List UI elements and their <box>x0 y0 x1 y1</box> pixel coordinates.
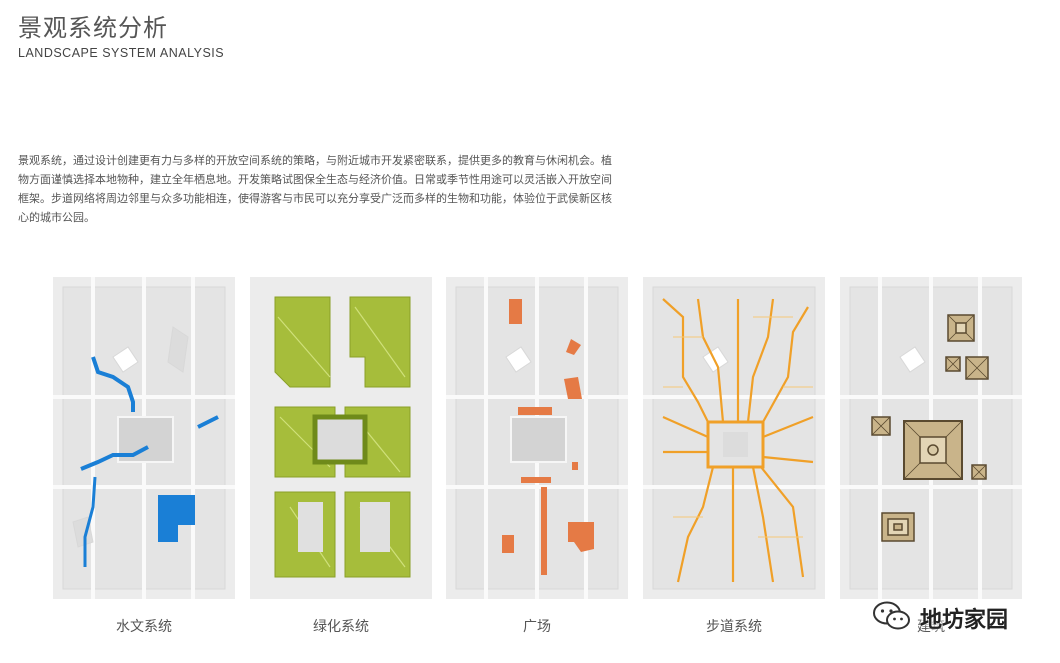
watermark: 地坊家园 <box>872 598 1008 638</box>
plaza-area <box>502 535 514 553</box>
trail-path <box>662 298 709 423</box>
plaza-area <box>518 407 552 415</box>
caption-greenery: 绿化系统 <box>313 619 369 635</box>
trail-path <box>746 298 775 423</box>
greenery-map <box>250 277 432 599</box>
trail-map <box>643 277 825 599</box>
watermark-text: 地坊家园 <box>920 608 1009 633</box>
hydrology-map <box>53 277 235 599</box>
plaza-area <box>521 477 551 483</box>
page-title: 景观系统分析 <box>18 14 168 42</box>
trail-path <box>662 415 709 439</box>
water-pond <box>158 495 195 542</box>
trail-path <box>762 306 809 423</box>
caption-plaza: 广场 <box>523 619 551 635</box>
plaza-area <box>564 377 582 399</box>
trail-path <box>762 415 814 439</box>
plaza-area <box>568 522 594 552</box>
caption-trail: 步道系统 <box>706 619 762 635</box>
trail-path <box>762 455 814 464</box>
building-block <box>965 356 989 380</box>
plaza-area <box>566 339 581 355</box>
water-channel <box>83 476 97 567</box>
trail-path <box>760 466 805 578</box>
caption-building: 建筑 <box>917 619 945 635</box>
trail-path <box>696 298 725 423</box>
building-block <box>947 314 975 342</box>
wechat-icon <box>872 600 912 636</box>
water-channel <box>80 445 149 471</box>
plaza-area <box>541 487 547 575</box>
building-block <box>881 512 915 542</box>
plaza-area <box>509 299 522 324</box>
building-block <box>903 420 963 480</box>
water-channel <box>91 356 135 412</box>
description-text: 景观系统，通过设计创建更有力与多样的开放空间系统的策略，与附近城市开发紧密联系，… <box>18 154 612 224</box>
trail-path <box>676 466 715 583</box>
caption-hydrology: 水文系统 <box>116 619 172 635</box>
plaza-area <box>572 462 578 470</box>
page-subtitle: LANDSCAPE SYSTEM ANALYSIS <box>18 46 225 60</box>
plaza-map <box>446 277 628 599</box>
green-zone <box>274 296 331 388</box>
building-block <box>971 464 987 480</box>
trail-hub <box>706 420 765 469</box>
trail-path <box>751 466 775 583</box>
building-block <box>945 356 961 372</box>
water-channel <box>197 415 219 429</box>
building-map <box>840 277 1022 599</box>
building-block <box>871 416 891 436</box>
